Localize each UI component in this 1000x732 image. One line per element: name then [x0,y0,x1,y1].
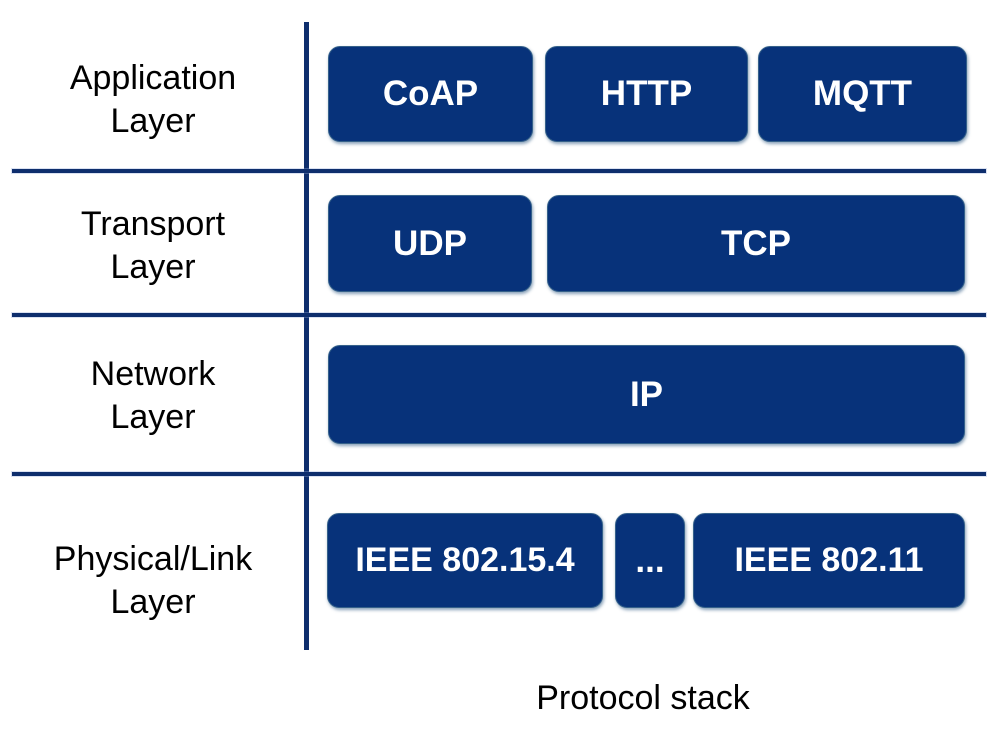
row-divider-line-network-physical [12,472,986,476]
protocol-box-mqtt: MQTT [758,46,967,142]
layer-label-network-line1: Network [90,355,216,393]
row-divider-line-application-transport [12,169,986,173]
protocol-box-http: HTTP [545,46,748,142]
row-divider-line-transport-network [12,313,986,317]
layer-label-network-line2: Layer [110,398,196,436]
protocol-box-ellipsis: ... [615,513,685,608]
layer-label-transport-line1: Transport [80,205,226,243]
layer-label-physical-link-line1: Physical/Link [53,540,253,578]
protocol-box-coap: CoAP [328,46,533,142]
protocol-box-tcp: TCP [547,195,965,292]
layer-label-physical-link: Physical/Link Layer [8,538,298,624]
vertical-divider-line [304,22,309,650]
layer-label-application: Application Layer [8,57,298,143]
protocol-box-tcp-label: TCP [721,223,791,263]
layer-label-application-line1: Application [69,59,237,97]
protocol-box-udp: UDP [328,195,532,292]
protocol-box-ieee-802-15-4-label: IEEE 802.15.4 [355,541,575,579]
protocol-box-ieee-802-11-label: IEEE 802.11 [734,541,924,579]
diagram-caption: Protocol stack [536,679,750,717]
layer-label-physical-link-line2: Layer [110,583,196,621]
layer-label-application-line2: Layer [110,102,196,140]
protocol-box-ip: IP [328,345,965,444]
protocol-box-ieee-802-15-4: IEEE 802.15.4 [327,513,603,608]
protocol-box-ieee-802-11: IEEE 802.11 [693,513,965,608]
layer-label-transport-line2: Layer [110,248,196,286]
protocol-box-udp-label: UDP [393,223,467,263]
protocol-box-http-label: HTTP [600,74,693,113]
protocol-box-mqtt-label: MQTT [812,74,913,113]
layer-label-transport: Transport Layer [8,203,298,289]
protocol-box-ellipsis-label: ... [635,540,665,580]
layer-label-network: Network Layer [8,353,298,439]
protocol-box-coap-label: CoAP [382,74,479,113]
protocol-box-ip-label: IP [629,374,664,414]
